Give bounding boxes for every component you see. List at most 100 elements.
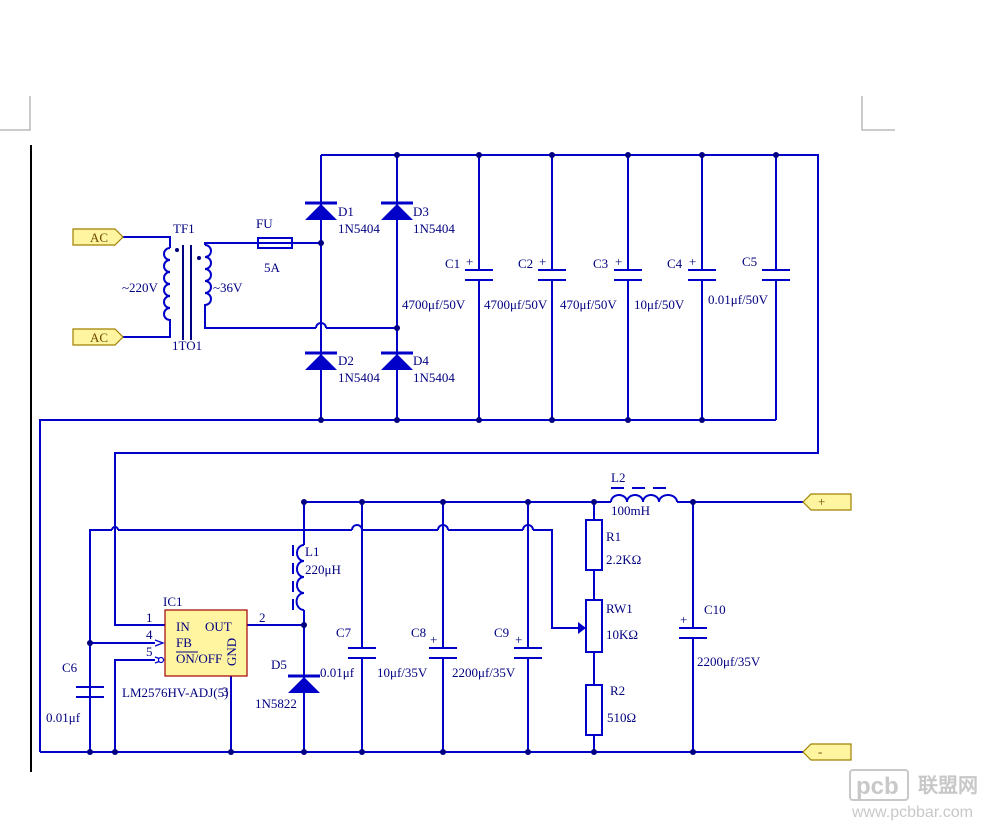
diode-d5: D5 1N5822 bbox=[255, 657, 320, 711]
c6-ref: C6 bbox=[62, 660, 78, 675]
r1-value: 2.2KΩ bbox=[606, 552, 641, 567]
svg-text:+: + bbox=[515, 632, 522, 647]
c8-value: 10μf/35V bbox=[377, 665, 428, 680]
ic1-ref: IC1 bbox=[163, 594, 183, 609]
wires-upper bbox=[39, 154, 819, 752]
output-port-minus: - bbox=[802, 743, 852, 761]
c7-value: 0.01μf bbox=[320, 665, 355, 680]
capacitor-c3: + C3 470μf/50V bbox=[560, 254, 642, 312]
tf1-part: 1TO1 bbox=[172, 338, 202, 353]
fuse-ref: FU bbox=[256, 216, 273, 231]
d3-part: 1N5404 bbox=[413, 221, 455, 236]
output-port-plus: + bbox=[802, 493, 852, 511]
c3-value: 470μf/50V bbox=[560, 297, 617, 312]
d5-ref: D5 bbox=[271, 657, 287, 672]
capacitor-c2: + C2 4700μf/50V bbox=[484, 254, 566, 312]
c2-ref: C2 bbox=[518, 256, 533, 271]
c7-ref: C7 bbox=[336, 625, 352, 640]
ic1-pin-onoff: ON/OFF bbox=[176, 651, 222, 666]
diode-d3: D3 1N5404 bbox=[381, 201, 455, 236]
c5-ref: C5 bbox=[742, 254, 757, 269]
l2-ref: L2 bbox=[611, 470, 625, 485]
transformer-tf1: TF1 ~220V ~36V 1TO1 bbox=[122, 221, 243, 353]
tf1-ref: TF1 bbox=[173, 221, 195, 236]
ic1-pin5-num: 5 bbox=[146, 644, 153, 659]
c8-ref: C8 bbox=[411, 625, 426, 640]
ac-port-bottom: AC bbox=[72, 328, 124, 346]
ic1-pin2-num: 2 bbox=[259, 610, 266, 625]
l2-value: 100mH bbox=[611, 503, 650, 518]
svg-text:+: + bbox=[539, 254, 546, 269]
d1-part: 1N5404 bbox=[338, 221, 380, 236]
diode-d4: D4 1N5404 bbox=[381, 351, 455, 385]
c2-value: 4700μf/50V bbox=[484, 297, 548, 312]
svg-text:+: + bbox=[615, 254, 622, 269]
c6-value: 0.01μf bbox=[46, 710, 81, 725]
capacitor-c4: + C4 10μf/50V bbox=[634, 254, 716, 312]
c9-ref: C9 bbox=[494, 625, 509, 640]
inductor-l1: L1 220μH bbox=[292, 544, 341, 611]
ic1-pin-gnd: GND bbox=[224, 638, 239, 666]
d2-part: 1N5404 bbox=[338, 370, 380, 385]
junctions-lower bbox=[87, 499, 696, 755]
capacitor-c7: C7 0.01μf bbox=[320, 625, 376, 680]
watermark: pcb 联盟网 www.pcbbar.com bbox=[849, 769, 978, 821]
r2-ref: R2 bbox=[610, 683, 625, 698]
d3-ref: D3 bbox=[413, 204, 429, 219]
d4-ref: D4 bbox=[413, 353, 429, 368]
ac-port-bottom-label: AC bbox=[90, 330, 108, 345]
resistor-r1: R1 2.2KΩ bbox=[585, 519, 641, 571]
c4-ref: C4 bbox=[667, 256, 683, 271]
r2-value: 510Ω bbox=[607, 710, 636, 725]
c10-ref: C10 bbox=[704, 602, 726, 617]
diode-d1: D1 1N5404 bbox=[305, 201, 380, 236]
diode-d2: D2 1N5404 bbox=[305, 351, 380, 385]
d2-ref: D2 bbox=[338, 353, 354, 368]
fuse-value: 5A bbox=[264, 260, 281, 275]
svg-text:+: + bbox=[689, 254, 696, 269]
output-minus-label: - bbox=[818, 744, 822, 759]
r1-ref: R1 bbox=[606, 529, 621, 544]
c4-value: 10μf/50V bbox=[634, 297, 685, 312]
ac-port-top: AC bbox=[72, 228, 124, 246]
rw1-value: 10KΩ bbox=[606, 627, 638, 642]
ic1-pin-out: OUT bbox=[205, 619, 232, 634]
c9-value: 2200μf/35V bbox=[452, 665, 516, 680]
c1-value: 4700μf/50V bbox=[402, 297, 466, 312]
tf1-primary-voltage: ~220V bbox=[122, 280, 159, 295]
ic1-lm2576: IC1 IN FB ON/OFF OUT GND 1 4 5 2 3 LM257… bbox=[122, 594, 266, 700]
ic1-pin4-num: 4 bbox=[146, 627, 153, 642]
watermark-url: www.pcbbar.com bbox=[851, 804, 973, 821]
capacitor-c10: + C10 2200μf/35V bbox=[679, 602, 761, 669]
fuse-fu: FU 5A bbox=[256, 216, 293, 275]
rw1-ref: RW1 bbox=[606, 601, 633, 616]
c1-ref: C1 bbox=[445, 256, 460, 271]
capacitor-c5: C5 0.01μf/50V bbox=[708, 254, 790, 307]
svg-text:+: + bbox=[466, 254, 473, 269]
d1-ref: D1 bbox=[338, 204, 354, 219]
d5-part: 1N5822 bbox=[255, 696, 297, 711]
junctions-upper bbox=[318, 152, 779, 423]
capacitor-c1: + C1 4700μf/50V bbox=[402, 254, 493, 312]
potentiometer-rw1: RW1 10KΩ bbox=[578, 599, 638, 653]
ic1-pin1-num: 1 bbox=[146, 610, 153, 625]
d4-part: 1N5404 bbox=[413, 370, 455, 385]
ic1-pin3-num: 3 bbox=[222, 684, 229, 699]
inductor-l2: L2 100mH bbox=[610, 470, 678, 518]
c3-ref: C3 bbox=[593, 256, 608, 271]
ic1-part: LM2576HV-ADJ(5) bbox=[122, 685, 228, 700]
page-corner-marks bbox=[0, 96, 895, 131]
ic1-pin-fb: FB bbox=[176, 635, 192, 650]
tf1-secondary-voltage: ~36V bbox=[213, 280, 243, 295]
capacitor-c9: + C9 2200μf/35V bbox=[452, 625, 542, 680]
svg-text:+: + bbox=[680, 612, 687, 627]
l1-value: 220μH bbox=[305, 562, 341, 577]
ac-port-top-label: AC bbox=[90, 230, 108, 245]
output-plus-label: + bbox=[818, 494, 825, 509]
c10-value: 2200μf/35V bbox=[697, 654, 761, 669]
resistor-r2: R2 510Ω bbox=[585, 683, 636, 736]
c5-value: 0.01μf/50V bbox=[708, 292, 769, 307]
watermark-logo: pcb bbox=[856, 773, 899, 800]
capacitor-c6: C6 0.01μf bbox=[46, 660, 104, 752]
